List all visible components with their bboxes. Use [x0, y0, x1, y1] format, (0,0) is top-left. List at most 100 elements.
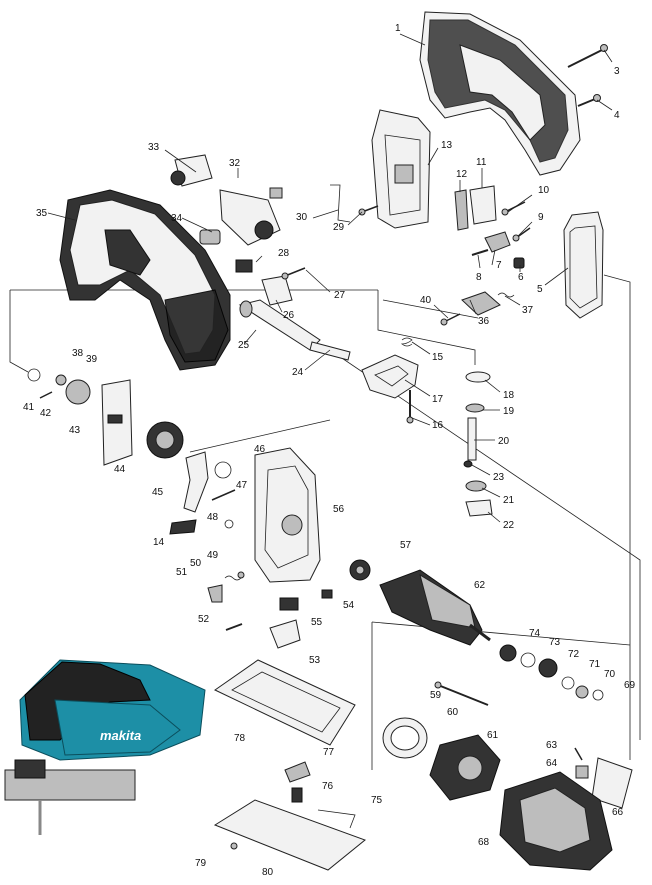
part-label-39: 39: [86, 354, 98, 365]
part-17-guide: [361, 354, 419, 399]
part-70-washer: [575, 685, 589, 699]
part-label-54: 54: [343, 600, 355, 611]
part-23-pin: [463, 460, 473, 468]
part-label-48: 48: [207, 512, 219, 523]
part-label-18: 18: [503, 390, 515, 401]
part-label-51: 51: [176, 567, 188, 578]
part-label-1: 1: [395, 23, 401, 34]
part-label-32: 32: [229, 158, 241, 169]
part-label-20: 20: [498, 436, 510, 447]
part-label-22: 22: [503, 520, 515, 531]
part-5-gasket: [563, 211, 604, 319]
part-label-50: 50: [190, 558, 202, 569]
part-label-77: 77: [323, 747, 335, 758]
part-57-bearing: [349, 559, 371, 581]
part-label-55: 55: [311, 617, 323, 628]
part-label-41: 41: [23, 402, 35, 413]
part-label-71: 71: [589, 659, 601, 670]
part-69-ring: [592, 689, 604, 701]
part-label-66: 66: [612, 807, 624, 818]
part-label-57: 57: [400, 540, 412, 551]
screw-3: [567, 44, 608, 68]
part-50-spring: [224, 575, 242, 581]
part-45-lever: [183, 451, 209, 513]
part-label-28: 28: [278, 248, 290, 259]
part-66-label: [591, 757, 633, 809]
part-label-43: 43: [69, 425, 81, 436]
part-19-washer: [465, 403, 485, 413]
part-label-61: 61: [487, 730, 499, 741]
part-34-connector: [199, 229, 221, 245]
part-25-cord-guard: [238, 299, 321, 351]
part-80-shoe: [213, 799, 367, 871]
part-64-holder: [575, 765, 589, 779]
part-label-69: 69: [624, 680, 636, 691]
part-label-40: 40: [420, 295, 432, 306]
part-73-ring: [520, 652, 536, 668]
part-label-8: 8: [476, 272, 482, 283]
screw-79: [230, 842, 238, 850]
part-label-23: 23: [493, 472, 505, 483]
part-label-72: 72: [568, 649, 580, 660]
part-label-52: 52: [198, 614, 210, 625]
part-12-clip: [454, 189, 469, 231]
part-label-45: 45: [152, 487, 164, 498]
part-label-38: 38: [72, 348, 84, 359]
part-38-ring: [27, 368, 41, 382]
part-label-63: 63: [546, 740, 558, 751]
part-label-5: 5: [537, 284, 543, 295]
part-62-armature: [379, 569, 491, 646]
part-label-62: 62: [474, 580, 486, 591]
screw-16: [406, 390, 414, 424]
part-label-80: 80: [262, 867, 274, 878]
part-42-cam: [65, 379, 91, 405]
part-label-73: 73: [549, 637, 561, 648]
part-label-37: 37: [522, 305, 534, 316]
part-32-switch-assembly: [219, 187, 283, 246]
screw-40: [440, 313, 461, 326]
callout-leaders: [47, 33, 613, 523]
part-label-75: 75: [371, 795, 383, 806]
part-label-74: 74: [529, 628, 541, 639]
part-53-bracket: [269, 619, 301, 649]
part-label-12: 12: [456, 169, 468, 180]
part-label-16: 16: [432, 420, 444, 431]
screw-9: [512, 227, 531, 242]
part-label-46: 46: [254, 444, 266, 455]
screw-76: [291, 787, 303, 803]
part-label-78: 78: [234, 733, 246, 744]
part-label-10: 10: [538, 185, 550, 196]
part-label-19: 19: [503, 406, 515, 417]
part-26-clip: [261, 275, 293, 306]
part-11-plate: [469, 185, 497, 225]
part-46-washer: [214, 461, 232, 479]
part-label-7: 7: [496, 260, 502, 271]
part-label-4: 4: [614, 110, 620, 121]
part-13-bracket: [371, 109, 431, 229]
part-label-3: 3: [614, 66, 620, 77]
part-43-plate: [101, 379, 133, 466]
part-label-33: 33: [148, 142, 160, 153]
screw-47: [211, 489, 236, 501]
part-37-spring: [497, 292, 515, 298]
part-label-29: 29: [333, 222, 345, 233]
part-label-53: 53: [309, 655, 321, 666]
part-77-clip: [284, 761, 311, 783]
part-label-30: 30: [296, 212, 308, 223]
part-22-holder: [465, 499, 493, 517]
part-72-bearing: [538, 658, 558, 678]
part-20-plunger: [467, 417, 477, 461]
part-label-76: 76: [322, 781, 334, 792]
part-8-pin: [471, 249, 489, 256]
part-30-wire: [330, 184, 351, 223]
part-14-pad: [169, 519, 197, 535]
part-21-holder: [465, 480, 487, 492]
part-7-lever: [484, 231, 511, 253]
part-51-button: [207, 584, 223, 603]
screw-27: [281, 267, 306, 280]
part-label-70: 70: [604, 669, 616, 680]
part-label-56: 56: [333, 504, 345, 515]
part-78-base: [214, 659, 356, 746]
screw-4: [577, 94, 601, 107]
